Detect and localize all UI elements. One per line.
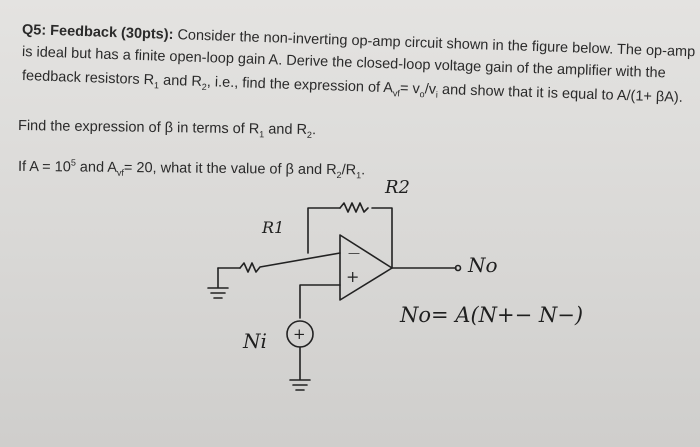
noninverting-sign: + — [346, 267, 359, 286]
output-equation: No= A(N+− N−) — [399, 303, 583, 327]
source-plus-sign: + — [293, 325, 306, 343]
r1-resistor — [239, 252, 341, 273]
ground-symbol-left — [207, 267, 229, 299]
r2-label: R2 — [384, 177, 410, 198]
noninv-input-wire — [299, 284, 341, 319]
feedback-wire-right — [371, 207, 393, 269]
inverting-sign: — — [348, 246, 360, 260]
output-terminal — [454, 264, 462, 272]
vo-label: No — [467, 253, 498, 277]
feedback-wire-left — [307, 207, 341, 254]
ground-symbol-bottom — [289, 346, 311, 391]
r2-resistor — [339, 202, 369, 213]
r1-label: R1 — [261, 218, 284, 237]
vi-label: Ni — [242, 329, 267, 353]
opamp-triangle — [339, 234, 393, 301]
